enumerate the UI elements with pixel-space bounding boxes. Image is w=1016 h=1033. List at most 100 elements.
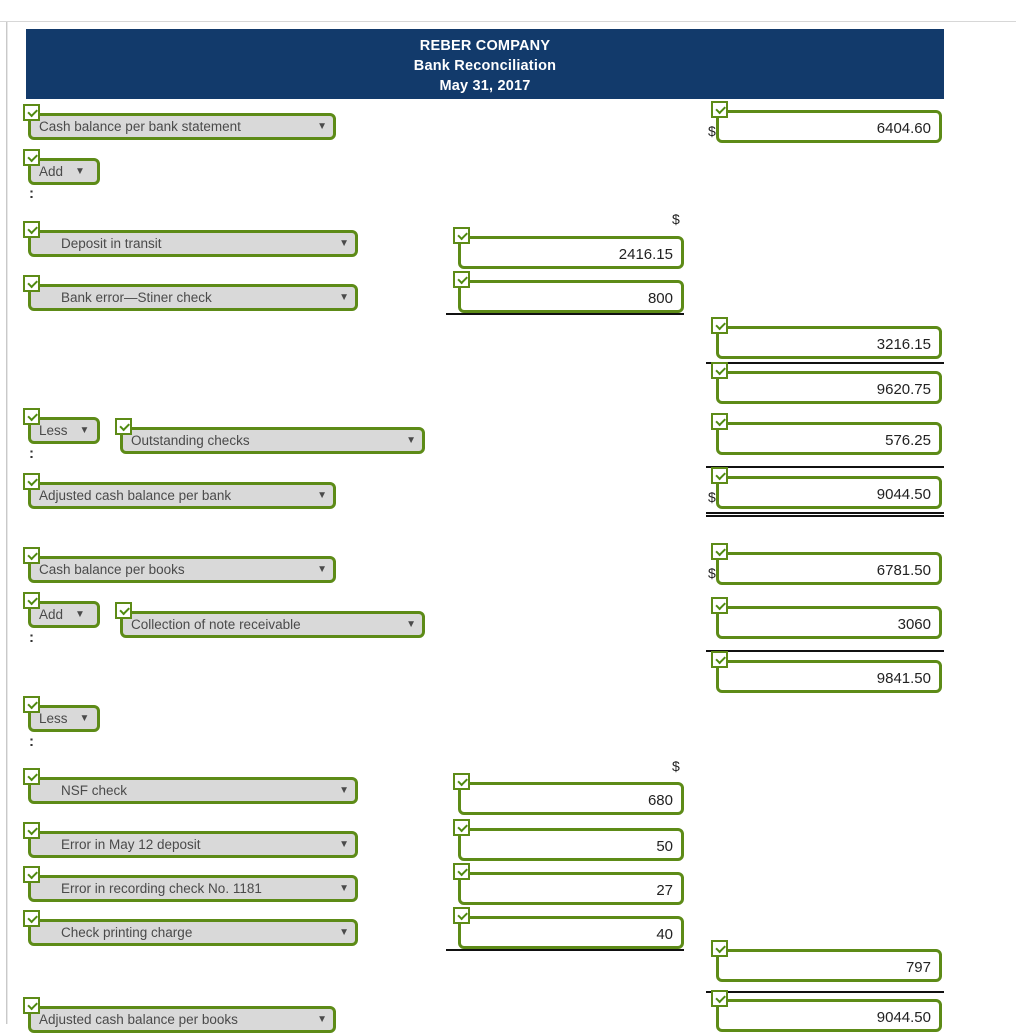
chevron-down-icon: ▼ xyxy=(339,883,349,894)
row-value-error-in-recording-check-1181: 27 xyxy=(453,863,684,905)
input-books-subtotal[interactable]: 9841.50 xyxy=(711,651,942,693)
select-bank-add[interactable]: Add ▼ xyxy=(23,149,100,185)
chevron-down-icon: ▼ xyxy=(317,1014,327,1025)
row-deposit-in-transit: Deposit in transit ▼ xyxy=(23,221,358,257)
input-cash-balance-per-bank[interactable]: $ 6404.60 xyxy=(708,101,942,143)
worksheet-title-banner: REBER COMPANY Bank Reconciliation May 31… xyxy=(26,29,944,99)
chevron-down-icon: ▼ xyxy=(339,785,349,796)
input-outstanding-checks[interactable]: 576.25 xyxy=(711,413,942,455)
check-badge-icon xyxy=(23,910,40,927)
row-value-nsf-check: 680 xyxy=(453,773,684,815)
check-badge-icon xyxy=(711,317,728,334)
statement-date: May 31, 2017 xyxy=(439,78,531,94)
check-badge-icon xyxy=(711,990,728,1007)
input-adjusted-cash-balance-per-books[interactable]: 9044.50 xyxy=(711,990,942,1032)
row-value-error-in-may-12-deposit: 50 xyxy=(453,819,684,861)
row-error-in-may-12-deposit: Error in May 12 deposit ▼ xyxy=(23,822,358,858)
page-top-rule xyxy=(0,21,1016,22)
input-check-printing-charge[interactable]: 40 xyxy=(453,907,684,949)
select-label: Less xyxy=(39,711,68,726)
check-badge-icon xyxy=(711,543,728,560)
input-error-in-may-12-deposit[interactable]: 50 xyxy=(453,819,684,861)
subtotal-rule-books-final xyxy=(706,991,944,993)
select-books-less[interactable]: Less ▼ xyxy=(23,696,100,732)
select-adjusted-cash-balance-per-books[interactable]: Adjusted cash balance per books ▼ xyxy=(23,997,336,1033)
check-badge-icon xyxy=(711,651,728,668)
row-value-books-subtotal: 9841.50 xyxy=(711,651,942,693)
select-outstanding-checks[interactable]: Outstanding checks ▼ xyxy=(115,418,425,454)
select-label: Cash balance per books xyxy=(39,562,185,577)
chevron-down-icon: ▼ xyxy=(406,435,416,446)
currency-symbol: $ xyxy=(708,489,716,505)
input-collection-of-note-receivable[interactable]: 3060 xyxy=(711,597,942,639)
subtotal-rule-bank xyxy=(706,362,944,364)
input-value: 680 xyxy=(647,792,673,809)
chevron-down-icon: ▼ xyxy=(339,927,349,938)
row-value-adjusted-cash-balance-per-bank: $ 9044.50 xyxy=(708,467,942,509)
select-label: Check printing charge xyxy=(61,925,193,940)
chevron-down-icon: ▼ xyxy=(317,490,327,501)
check-badge-icon xyxy=(23,866,40,883)
select-cash-balance-per-books[interactable]: Cash balance per books ▼ xyxy=(23,547,336,583)
check-badge-icon xyxy=(711,413,728,430)
input-value: 3216.15 xyxy=(876,336,931,353)
check-badge-icon xyxy=(453,227,470,244)
input-nsf-check[interactable]: 680 xyxy=(453,773,684,815)
check-badge-icon xyxy=(23,768,40,785)
chevron-down-icon: ▼ xyxy=(339,238,349,249)
input-bank-subtotal[interactable]: 9620.75 xyxy=(711,362,942,404)
row-value-bank-subtotal: 9620.75 xyxy=(711,362,942,404)
select-check-printing-charge[interactable]: Check printing charge ▼ xyxy=(23,910,358,946)
input-bank-additions-total[interactable]: 3216.15 xyxy=(711,317,942,359)
currency-symbol-books-deductions: $ xyxy=(672,758,680,774)
currency-symbol-bank-additions: $ xyxy=(672,211,680,227)
row-nsf-check: NSF check ▼ xyxy=(23,768,358,804)
select-label: Deposit in transit xyxy=(61,236,162,251)
row-cash-balance-per-bank: Cash balance per bank statement ▼ xyxy=(23,104,336,140)
select-bank-error-stiner-check[interactable]: Bank error—Stiner check ▼ xyxy=(23,275,358,311)
subtotal-rule-bank-additions xyxy=(446,313,684,315)
input-cash-balance-per-books[interactable]: $ 6781.50 xyxy=(708,543,942,585)
row-value-adjusted-cash-balance-per-books: 9044.50 xyxy=(711,990,942,1032)
select-error-in-may-12-deposit[interactable]: Error in May 12 deposit ▼ xyxy=(23,822,358,858)
row-value-deposit-in-transit: 2416.15 xyxy=(453,227,684,269)
select-deposit-in-transit[interactable]: Deposit in transit ▼ xyxy=(23,221,358,257)
total-double-rule-bank xyxy=(706,512,944,517)
select-label: Outstanding checks xyxy=(131,433,250,448)
input-adjusted-cash-balance-per-bank[interactable]: $ 9044.50 xyxy=(708,467,942,509)
select-collection-of-note-receivable[interactable]: Collection of note receivable ▼ xyxy=(115,602,425,638)
page-left-border xyxy=(6,22,7,1024)
check-badge-icon xyxy=(23,473,40,490)
input-value: 6404.60 xyxy=(876,120,931,137)
subtotal-rule-bank-deductions xyxy=(706,466,944,468)
check-badge-icon xyxy=(453,907,470,924)
row-value-bank-additions-total: 3216.15 xyxy=(711,317,942,359)
check-badge-icon xyxy=(23,997,40,1014)
select-bank-less[interactable]: Less ▼ xyxy=(23,408,100,444)
books-less-colon-marker: : xyxy=(29,733,34,750)
select-label: Error in recording check No. 1181 xyxy=(61,881,262,896)
company-name: REBER COMPANY xyxy=(419,38,551,54)
row-value-check-printing-charge: 40 xyxy=(453,907,684,949)
select-label: Collection of note receivable xyxy=(131,617,301,632)
select-label: Adjusted cash balance per books xyxy=(39,1012,238,1027)
select-adjusted-cash-balance-per-bank[interactable]: Adjusted cash balance per bank ▼ xyxy=(23,473,336,509)
select-label: Error in May 12 deposit xyxy=(61,837,201,852)
statement-type: Bank Reconciliation xyxy=(413,58,557,74)
select-nsf-check[interactable]: NSF check ▼ xyxy=(23,768,358,804)
row-outstanding-checks: Outstanding checks ▼ xyxy=(115,418,425,454)
check-badge-icon xyxy=(115,602,132,619)
input-value: 800 xyxy=(647,290,673,307)
input-error-in-recording-check-1181[interactable]: 27 xyxy=(453,863,684,905)
select-error-in-recording-check-1181[interactable]: Error in recording check No. 1181 ▼ xyxy=(23,866,358,902)
select-label: Cash balance per bank statement xyxy=(39,119,241,134)
row-value-outstanding-checks: 576.25 xyxy=(711,413,942,455)
input-books-deductions-total[interactable]: 797 xyxy=(711,940,942,982)
chevron-down-icon: ▼ xyxy=(339,292,349,303)
select-cash-balance-per-bank[interactable]: Cash balance per bank statement ▼ xyxy=(23,104,336,140)
select-books-add[interactable]: Add ▼ xyxy=(23,592,100,628)
input-deposit-in-transit[interactable]: 2416.15 xyxy=(453,227,684,269)
check-badge-icon xyxy=(711,940,728,957)
input-bank-error-stiner-check[interactable]: 800 xyxy=(453,271,684,313)
